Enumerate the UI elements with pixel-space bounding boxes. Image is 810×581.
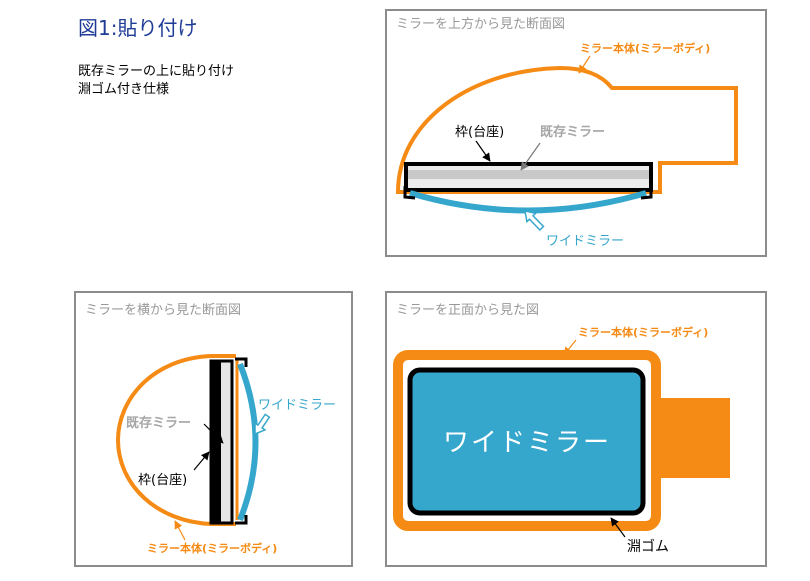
mirror-body-shape: [395, 65, 738, 194]
panel-front-view: ミラーを正面から見た図 ワイドミラー ミラー本体(ミラーボディ) 淵ゴム: [385, 291, 767, 567]
panel-side-view-border: [74, 291, 353, 567]
arrow-frame: [193, 451, 210, 471]
panel-top-view-border: [385, 9, 767, 257]
label-wide-mirror: ワイドミラー: [258, 398, 336, 413]
wide-mirror-face: [407, 367, 646, 516]
frame-shape: [210, 360, 221, 524]
mirror-clip-left: [403, 186, 416, 200]
panel-side-view: ミラーを横から見た断面図 既存ミラー 枠(台座) ワイドミラー ミラー本体(ミラ…: [74, 291, 353, 567]
label-mirror-body: ミラー本体(ミラーボディ): [580, 41, 710, 55]
panel-side-view-caption: ミラーを横から見た断面図: [85, 303, 241, 318]
arrow-wide-mirror: [254, 413, 271, 436]
arrow-existing-mirror: [203, 423, 224, 444]
arrow-wide-mirror: [524, 210, 545, 232]
subtitle-line-1: 既存ミラーの上に貼り付け: [78, 64, 234, 79]
mirror-clip-bottom: [235, 515, 248, 525]
mirror-clip-right: [640, 186, 653, 200]
mirror-clip-top: [235, 357, 248, 367]
panel-top-view-caption: ミラーを上方から見た断面図: [396, 16, 565, 32]
figure-title: 図1:貼り付け: [78, 16, 197, 40]
label-wide-mirror: ワイドミラー: [546, 234, 624, 249]
mirror-body-arm: [655, 398, 730, 478]
label-mirror-body: ミラー本体(ミラーボディ): [147, 541, 277, 555]
arrow-mirror-body: [563, 339, 577, 356]
label-mirror-body: ミラー本体(ミラーボディ): [578, 325, 708, 339]
label-existing-mirror: 既存ミラー: [126, 415, 191, 431]
label-frame: 枠(台座): [455, 125, 504, 140]
label-existing-mirror: 既存ミラー: [540, 124, 605, 140]
existing-mirror-shape: [408, 170, 649, 179]
subtitle-line-2: 淵ゴム付き仕様: [78, 81, 169, 97]
panel-top-view: ミラーを上方から見た断面図 枠(台座) 既存ミラー ワイドミラー ミラー本体(ミ…: [385, 9, 767, 257]
label-rubber-edge: 淵ゴム: [627, 538, 669, 555]
wide-mirror-arc: [237, 362, 259, 522]
arrow-frame: [475, 140, 491, 162]
wide-mirror-arc: [409, 190, 647, 214]
mirror-body-shape: [115, 354, 236, 526]
arrow-existing-mirror: [520, 142, 541, 171]
panel-front-view-caption: ミラーを正面から見た図: [396, 303, 539, 318]
panel-front-view-border: [385, 291, 767, 567]
arrow-rubber-edge: [610, 517, 626, 538]
arrow-mirror-body: [174, 520, 186, 541]
label-wide-mirror: ワイドミラー: [443, 428, 611, 458]
label-frame: 枠(台座): [138, 473, 187, 488]
arrow-mirror-body: [578, 55, 591, 74]
